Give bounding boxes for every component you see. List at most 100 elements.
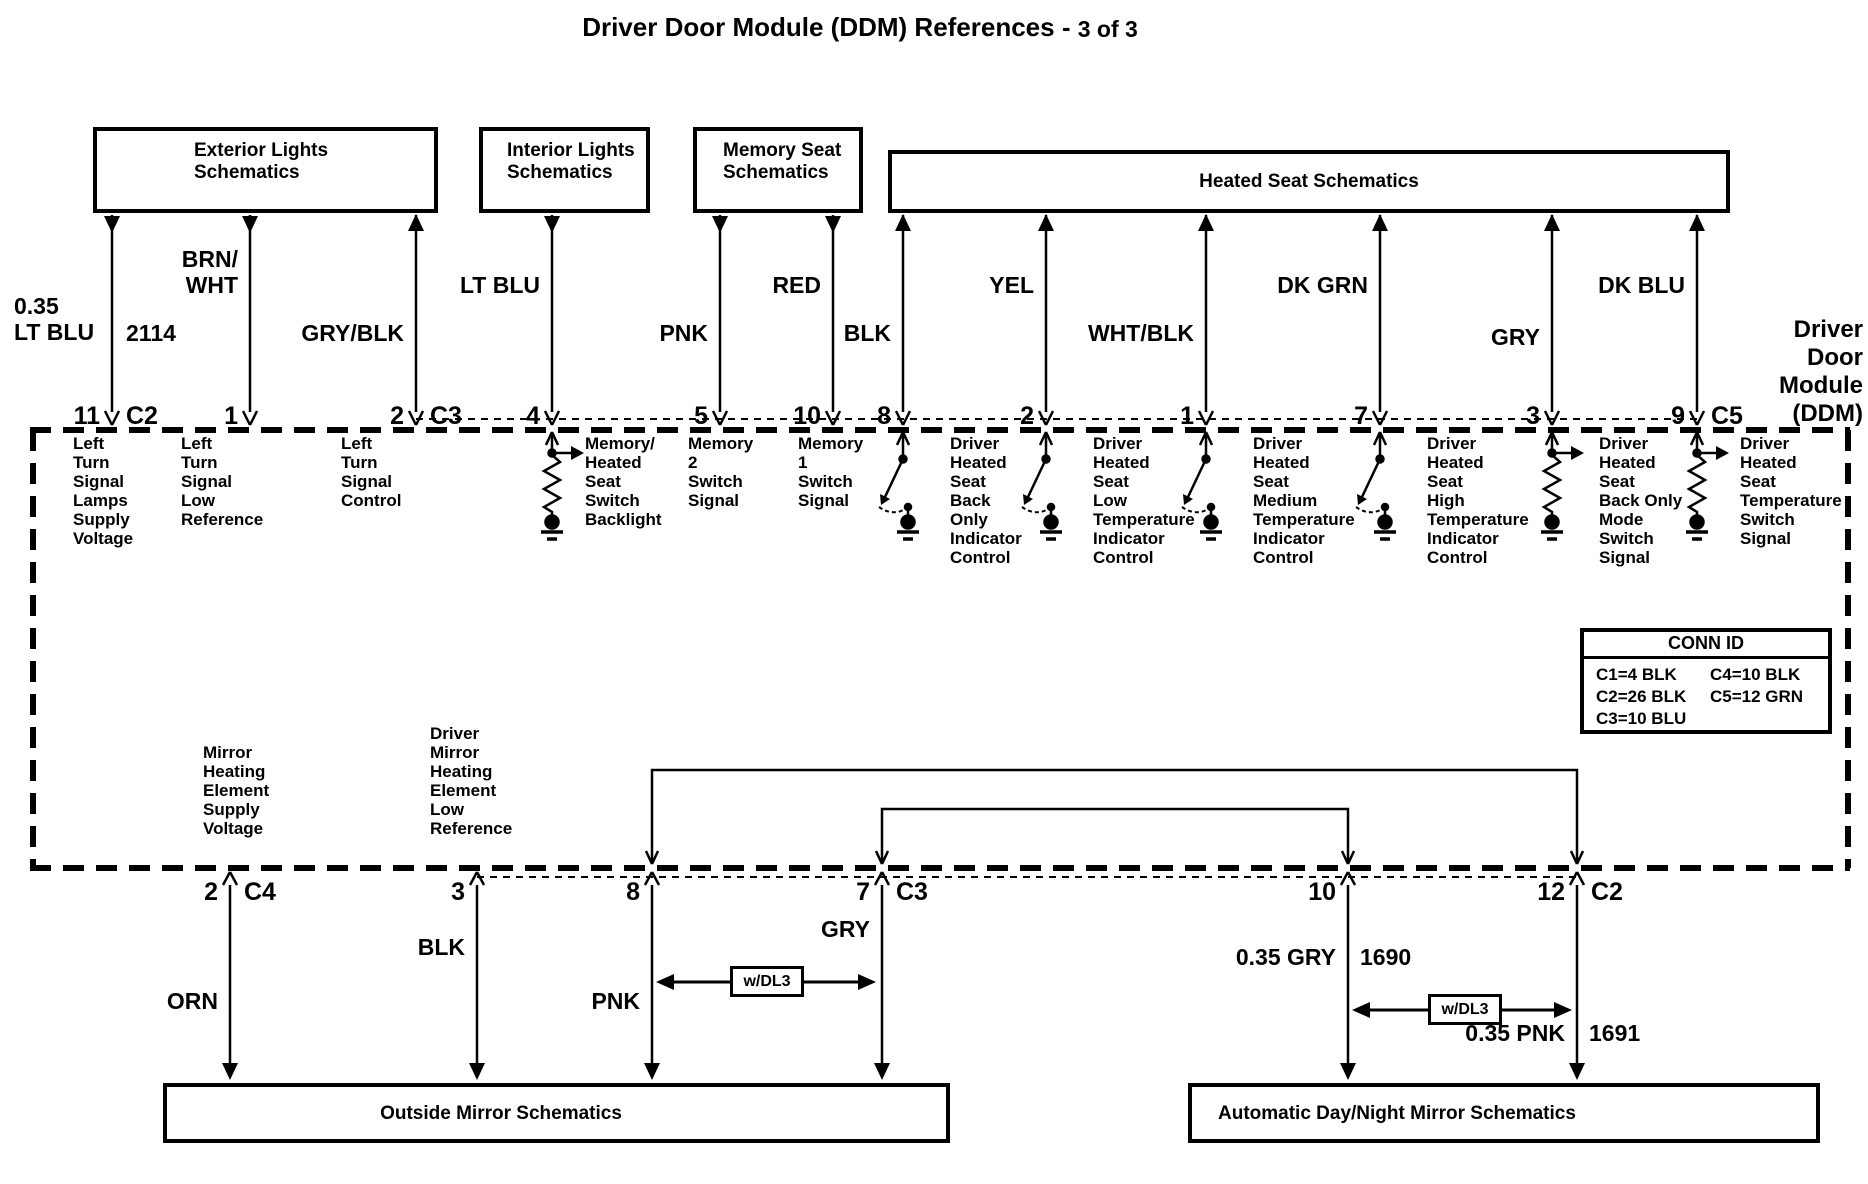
pin-description: Driver Heated Seat Medium Temperature In… <box>1253 434 1355 567</box>
circuit-number: 1690 <box>1360 944 1412 970</box>
arrow-down-icon <box>644 1063 660 1080</box>
wire-direction-arrows <box>104 214 1705 233</box>
switch-symbols <box>878 431 1396 541</box>
ddm-module-outline <box>30 427 1851 871</box>
pin-description: Left Turn Signal Control <box>341 434 402 510</box>
connector-id: C4 <box>244 878 276 906</box>
pin-number: 10 <box>793 402 821 430</box>
pin-number: 5 <box>694 402 708 430</box>
arrow-down-icon <box>1569 1063 1585 1080</box>
auto-daynight-mirror-box: Automatic Day/Night Mirror Schematics <box>1188 1083 1820 1143</box>
option-tag-wdl3-left: w/DL3 <box>730 966 804 997</box>
ground-icon <box>544 514 560 530</box>
connector-id: C2 <box>1591 878 1623 906</box>
conn-id-title: CONN ID <box>1584 633 1828 659</box>
ground-icon <box>1203 514 1219 530</box>
pin-number: 8 <box>877 402 891 430</box>
resistor-symbols <box>541 431 1729 541</box>
wire-color-label: 0.35 LT BLU <box>14 293 95 345</box>
arrow-down-icon <box>825 216 841 233</box>
module-name-label: Driver Door Module (DDM) <box>1779 316 1863 427</box>
pin-description: Driver Heated Seat High Temperature Indi… <box>1427 434 1529 567</box>
pin-number: 8 <box>626 878 640 906</box>
pin-description: Memory 1 Switch Signal <box>798 434 864 510</box>
pin-number: 7 <box>856 878 870 906</box>
pin-number: 3 <box>1526 402 1540 430</box>
pin-number: 7 <box>1354 402 1368 430</box>
arrow-up-icon <box>1689 214 1705 231</box>
pin-description: Driver Heated Seat Back Only Indicator C… <box>950 434 1022 567</box>
wire-color-label: ORN <box>166 988 218 1014</box>
resistor-icon <box>1686 431 1729 541</box>
connector-face-dashes <box>416 418 1697 878</box>
conn-id-col2: C4=10 BLK C5=12 GRN <box>1710 665 1804 706</box>
wire-color-label: LT BLU <box>459 272 540 298</box>
arrow-right-icon <box>1554 1002 1572 1018</box>
switch-icon <box>1181 431 1222 541</box>
arrow-up-icon <box>1372 214 1388 231</box>
arrow-up-icon <box>1198 214 1214 231</box>
switch-icon <box>1355 431 1396 541</box>
resistor-icon <box>1541 431 1584 541</box>
wire-color-label: BRN/ WHT <box>181 246 238 298</box>
wire-color-label: GRY <box>821 916 870 942</box>
pin-number: 1 <box>1180 402 1194 430</box>
memory-seat-label: Memory Seat Schematics <box>723 140 842 183</box>
conn-id-table: CONN ID C1=4 BLK C2=26 BLK C3=10 BLU C4=… <box>1580 628 1832 734</box>
pin-description: Memory/ Heated Seat Switch Backlight <box>585 434 662 529</box>
wire-color-label: BLK <box>417 934 465 960</box>
pin-description: Driver Heated Seat Low Temperature Indic… <box>1093 434 1195 567</box>
bottom-wires <box>228 885 1579 1063</box>
exterior-lights-box: Exterior Lights Schematics <box>93 127 438 213</box>
outside-mirror-label: Outside Mirror Schematics <box>380 1103 622 1124</box>
arrow-up-icon <box>1038 214 1054 231</box>
arrow-down-icon <box>1340 1063 1356 1080</box>
page-title-main: Driver Door Module (DDM) References - <box>582 12 1071 42</box>
bottom-wire-arrows <box>222 1063 1585 1080</box>
arrow-up-icon <box>1544 214 1560 231</box>
wire-color-label: GRY/BLK <box>301 320 404 346</box>
pin-number: 10 <box>1308 878 1336 906</box>
pin-number: 1 <box>224 402 238 430</box>
wire-color-label: RED <box>772 272 821 298</box>
pin-description: Left Turn Signal Lamps Supply Voltage <box>73 434 134 548</box>
top-connector-stubs <box>103 410 1706 426</box>
heated-seat-label: Heated Seat Schematics <box>1199 171 1419 192</box>
ground-icon <box>1689 514 1705 530</box>
pin-number: 11 <box>73 402 100 430</box>
switch-icon <box>878 431 919 541</box>
auto-daynight-mirror-label: Automatic Day/Night Mirror Schematics <box>1218 1103 1576 1124</box>
option-tag-wdl3-right: w/DL3 <box>1428 994 1502 1025</box>
pin-number: 2 <box>204 878 218 906</box>
page-number: 3 of 3 <box>1077 16 1138 42</box>
wire-color-label: PNK <box>659 320 708 346</box>
arrow-up-icon <box>895 214 911 231</box>
pin-number: 3 <box>451 878 465 906</box>
arrow-down-icon <box>469 1063 485 1080</box>
wire-color-label: GRY <box>1491 324 1540 350</box>
bottom-connector-stubs <box>221 871 1586 886</box>
ground-icon <box>1043 514 1059 530</box>
ground-icon <box>1544 514 1560 530</box>
wire-color-label: PNK <box>591 988 640 1014</box>
arrow-down-icon <box>242 216 258 233</box>
arrow-down-icon <box>874 1063 890 1080</box>
conn-id-col1: C1=4 BLK C2=26 BLK C3=10 BLU <box>1596 665 1687 728</box>
pin-number: 2 <box>390 402 404 430</box>
pin-description: Left Turn Signal Low Reference <box>181 434 264 529</box>
wire-color-label: YEL <box>989 272 1034 298</box>
arrow-left-icon <box>656 974 674 990</box>
wire-color-label: 0.35 GRY <box>1235 944 1336 970</box>
arrow-down-icon <box>712 216 728 233</box>
ground-icon <box>900 514 916 530</box>
interior-lights-box: Interior Lights Schematics <box>479 127 650 213</box>
top-wires <box>110 215 1699 412</box>
pin-number: 4 <box>526 402 540 430</box>
circuit-number: 1691 <box>1589 1020 1641 1046</box>
wire-color-label: WHT/BLK <box>1087 320 1194 346</box>
arrow-down-icon <box>222 1063 238 1080</box>
ground-icon <box>1377 514 1393 530</box>
pin-description: Memory 2 Switch Signal <box>688 434 754 510</box>
